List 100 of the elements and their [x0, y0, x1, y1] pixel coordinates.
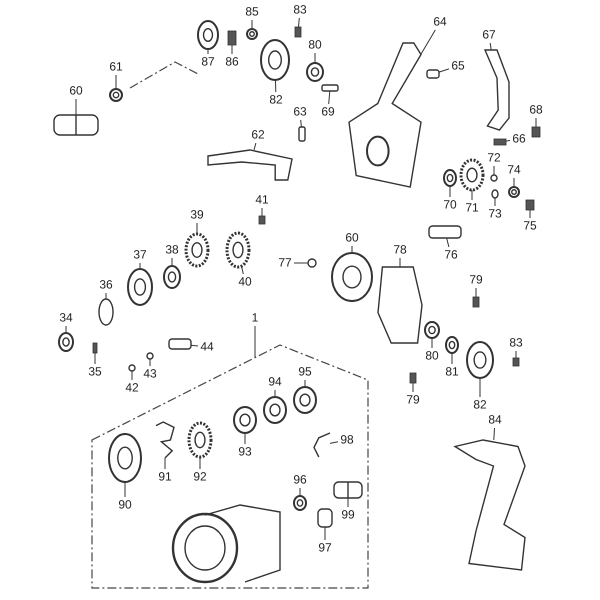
washer-drawing: [293, 495, 307, 511]
ring-drawing: [58, 332, 74, 352]
callout-number: 60: [345, 232, 359, 244]
cover-drawing: [377, 266, 423, 344]
callout-number: 64: [433, 16, 447, 28]
callout-number: 40: [238, 276, 252, 288]
callout-number: 87: [201, 56, 215, 68]
spring-drawing: [156, 421, 175, 458]
callout-number: 43: [143, 368, 157, 380]
callout-number: 34: [59, 312, 73, 324]
bushing-drawing: [246, 28, 258, 40]
callout-number: 35: [88, 366, 102, 378]
pin-drawing: [321, 84, 339, 92]
plate-drawing: [226, 232, 250, 268]
leader-line: [294, 262, 308, 264]
callout-number: 39: [190, 208, 204, 222]
bail-arm-drawing: [484, 49, 510, 131]
callout-number: 82: [269, 94, 283, 106]
plate-drawing: [168, 338, 192, 350]
washer-drawing: [263, 396, 287, 424]
bolt-drawing: [333, 481, 363, 499]
leader-line: [94, 352, 96, 364]
callout-number: 93: [238, 446, 252, 458]
leader-line: [254, 142, 256, 150]
ring-drawing: [128, 364, 136, 372]
callout-number: 84: [488, 414, 502, 426]
callout-number: 63: [293, 106, 307, 118]
screw-drawing: [410, 372, 416, 384]
bearing-drawing: [163, 265, 181, 289]
leader-line: [412, 382, 414, 392]
leader-line: [196, 222, 198, 234]
callout-number: 75: [523, 220, 537, 232]
leader-line: [300, 120, 302, 128]
callout-number: 73: [488, 208, 502, 220]
screw-drawing: [294, 26, 302, 38]
callout-number: 67: [482, 28, 496, 42]
callout-number: 91: [158, 470, 172, 484]
plate-drawing: [98, 298, 114, 326]
callout-number: 90: [118, 498, 132, 512]
callout-number: 79: [406, 394, 420, 406]
collar-drawing: [508, 186, 520, 198]
callout-number: 65: [451, 60, 465, 72]
leader-line: [124, 482, 126, 498]
gear-drawing: [184, 232, 210, 268]
leader-line: [241, 266, 244, 274]
callout-number: 41: [255, 194, 269, 206]
callout-number: 36: [99, 278, 113, 292]
leader-line: [420, 30, 436, 55]
screw-drawing: [526, 200, 534, 210]
collar-drawing: [109, 88, 123, 102]
knob-drawing: [108, 433, 142, 483]
lever-drawing: [207, 149, 293, 181]
ring-drawing: [307, 258, 317, 268]
ring-drawing: [127, 268, 153, 306]
screw-drawing: [494, 138, 506, 146]
callout-number: 37: [133, 248, 147, 262]
screw-drawing: [472, 296, 480, 308]
callout-number: 83: [509, 336, 523, 350]
housing-drawing: [348, 42, 422, 188]
callout-number: 60: [69, 84, 83, 98]
leader-line: [446, 238, 450, 248]
callout-number: 1: [252, 312, 258, 324]
callout-number: 94: [268, 376, 282, 388]
leader-line: [190, 344, 198, 346]
callout-number: 69: [321, 106, 335, 118]
callout-number: 80: [425, 350, 439, 362]
leader-line: [275, 80, 276, 92]
washer-drawing: [443, 169, 457, 187]
leader-line: [274, 390, 276, 398]
screw-drawing: [258, 216, 266, 224]
ring-drawing: [146, 352, 154, 360]
callout-number: 74: [507, 164, 521, 176]
washer-drawing: [445, 336, 459, 354]
leader-line: [298, 18, 300, 28]
callout-number: 99: [341, 508, 355, 522]
callout-number: 78: [393, 244, 407, 256]
callout-number: 96: [293, 474, 307, 486]
callout-number: 62: [251, 128, 265, 142]
callout-number: 77: [278, 256, 292, 270]
callout-number: 80: [308, 38, 322, 52]
pin-drawing: [426, 69, 440, 79]
bearing-drawing: [424, 321, 440, 339]
plate-drawing: [466, 341, 494, 379]
leader-line: [244, 432, 246, 444]
callout-number: 82: [473, 398, 487, 412]
screw-drawing: [92, 342, 98, 354]
washer-drawing: [233, 406, 257, 434]
leader-line: [164, 458, 166, 470]
callout-number: 38: [165, 244, 179, 256]
leader-line: [314, 52, 316, 64]
callout-number: 72: [487, 152, 501, 164]
callout-number: 79: [469, 274, 483, 286]
screw-drawing: [512, 358, 520, 366]
callout-number: 61: [109, 60, 123, 74]
plate-drawing: [317, 508, 333, 528]
leader-line: [493, 428, 495, 440]
leader-line: [494, 198, 496, 206]
leader-line: [506, 140, 510, 142]
crank-handle-drawing: [453, 439, 526, 571]
ring-drawing: [490, 174, 498, 182]
